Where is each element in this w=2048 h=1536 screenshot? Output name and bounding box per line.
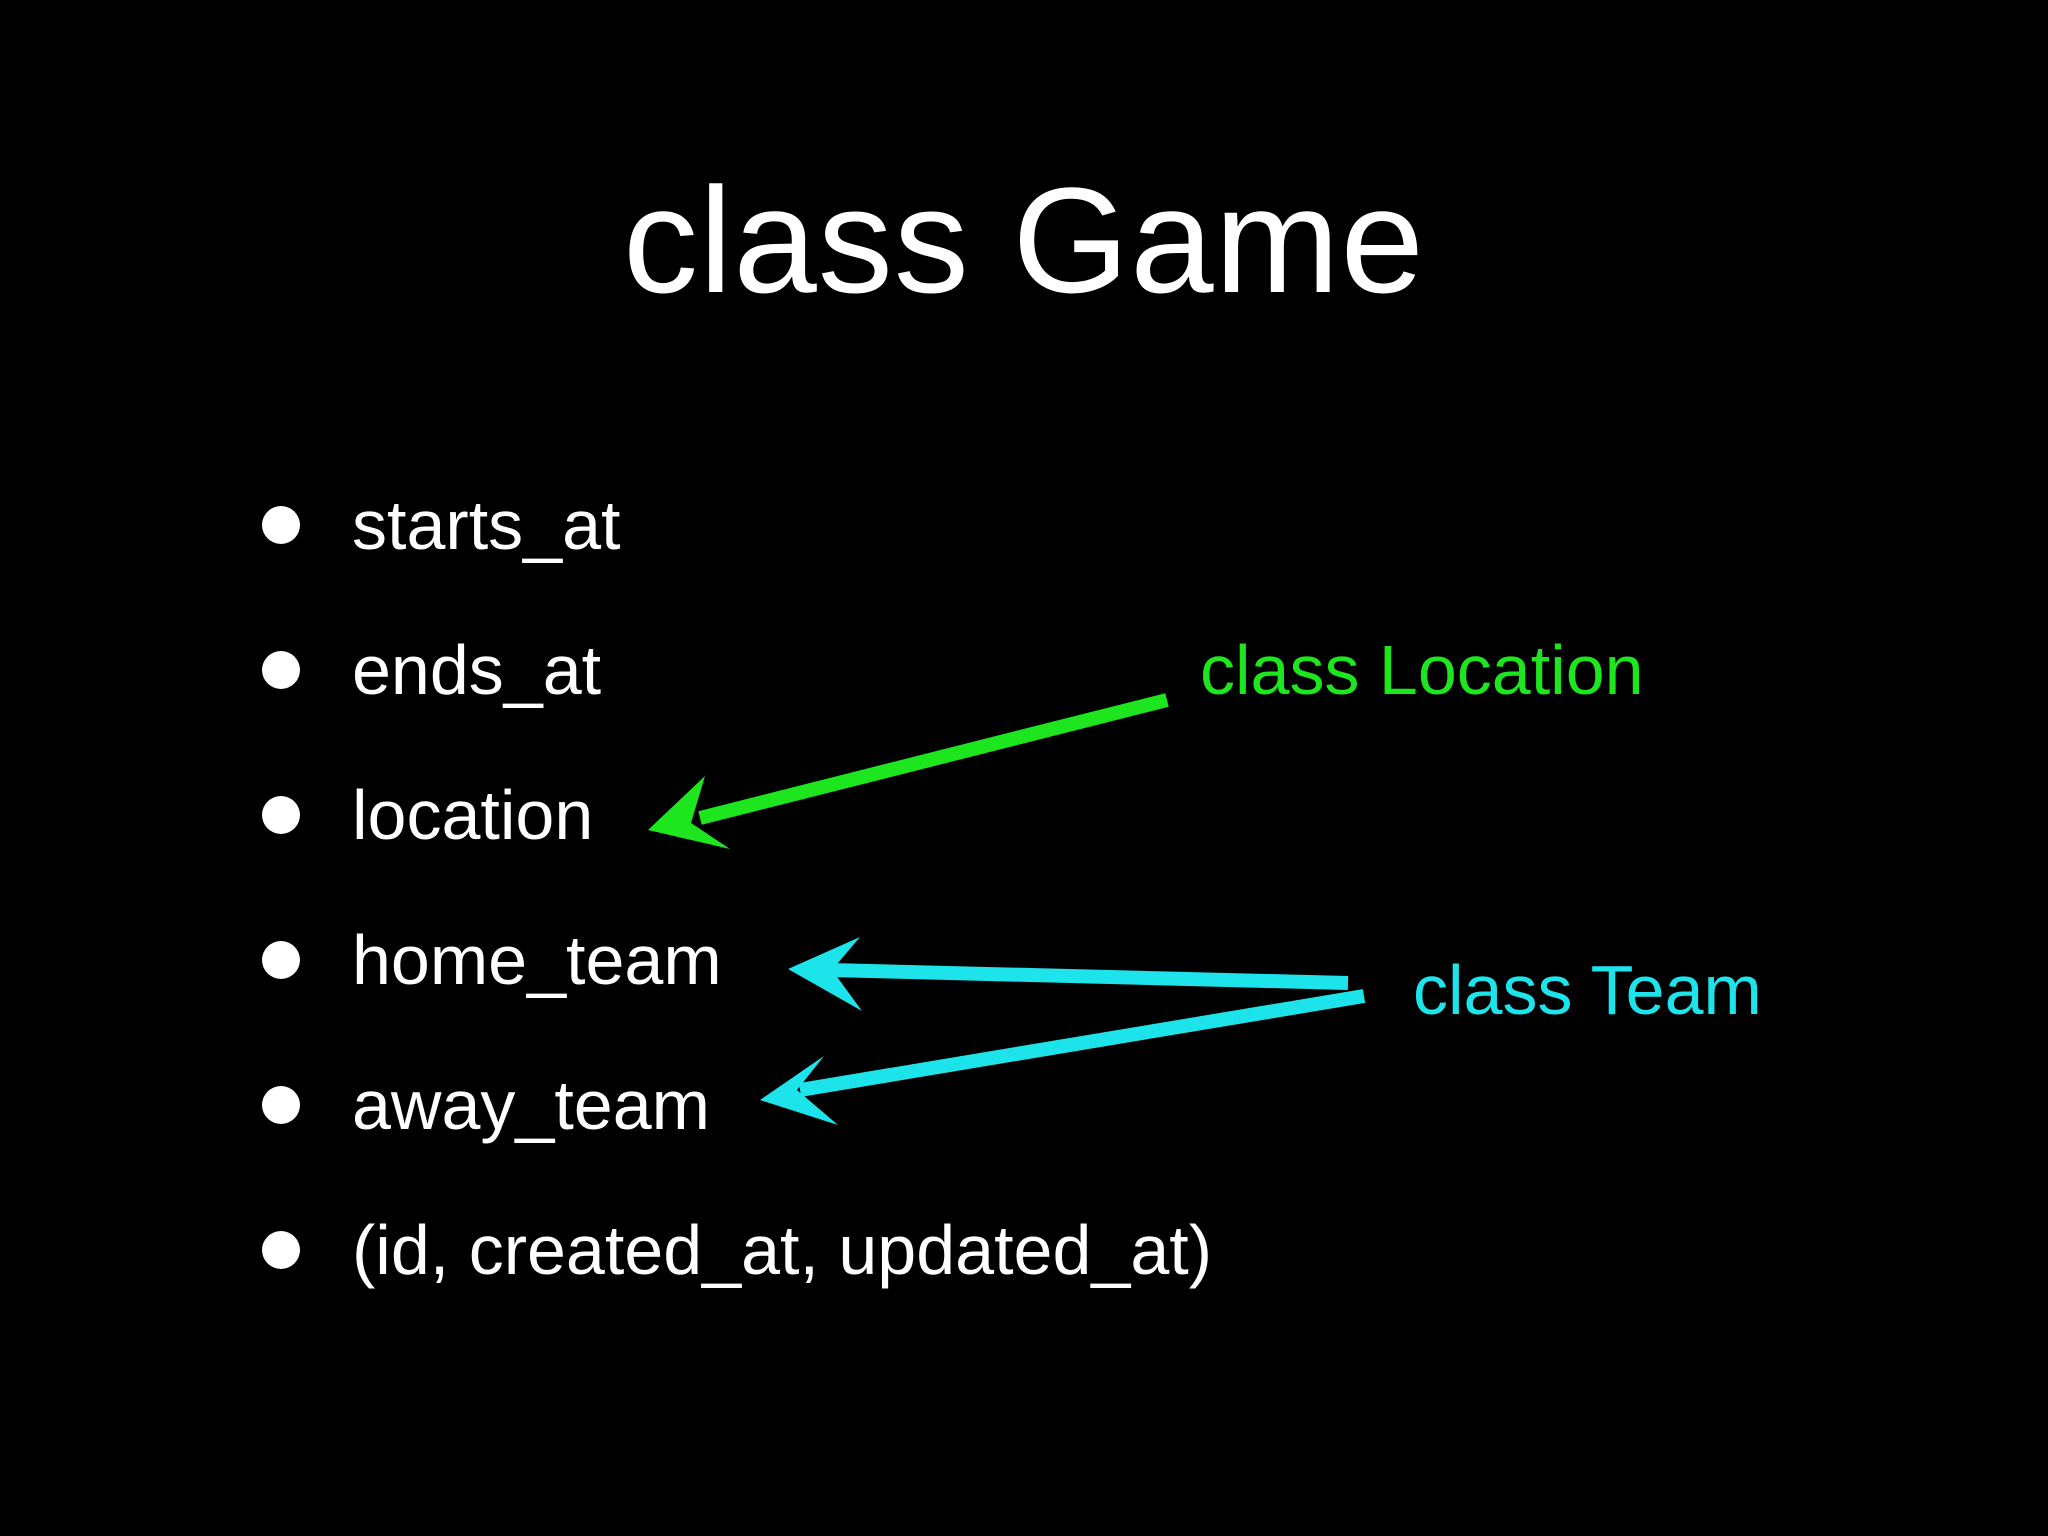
attribute-label: starts_at bbox=[352, 486, 621, 564]
attribute-label: location bbox=[352, 776, 594, 854]
list-item-home-team: home_team bbox=[262, 910, 722, 1010]
list-item-implicit-fields: (id, created_at, updated_at) bbox=[262, 1200, 1212, 1300]
slide-title: class Game bbox=[623, 156, 1425, 324]
list-item-ends-at: ends_at bbox=[262, 620, 601, 720]
attribute-label: (id, created_at, updated_at) bbox=[352, 1211, 1213, 1289]
bullet-icon bbox=[262, 506, 300, 544]
class-team-label: class Team bbox=[1413, 951, 1762, 1029]
list-item-location: location bbox=[262, 765, 593, 865]
class-location-label: class Location bbox=[1200, 631, 1644, 709]
bullet-icon bbox=[262, 796, 300, 834]
list-item-away-team: away_team bbox=[262, 1055, 710, 1155]
attribute-label: home_team bbox=[352, 921, 722, 999]
bullet-icon bbox=[262, 941, 300, 979]
attribute-label: away_team bbox=[352, 1066, 710, 1144]
bullet-icon bbox=[262, 651, 300, 689]
attribute-label: ends_at bbox=[352, 631, 602, 709]
bullet-icon bbox=[262, 1086, 300, 1124]
list-item-starts-at: starts_at bbox=[262, 475, 620, 575]
bullet-icon bbox=[262, 1231, 300, 1269]
